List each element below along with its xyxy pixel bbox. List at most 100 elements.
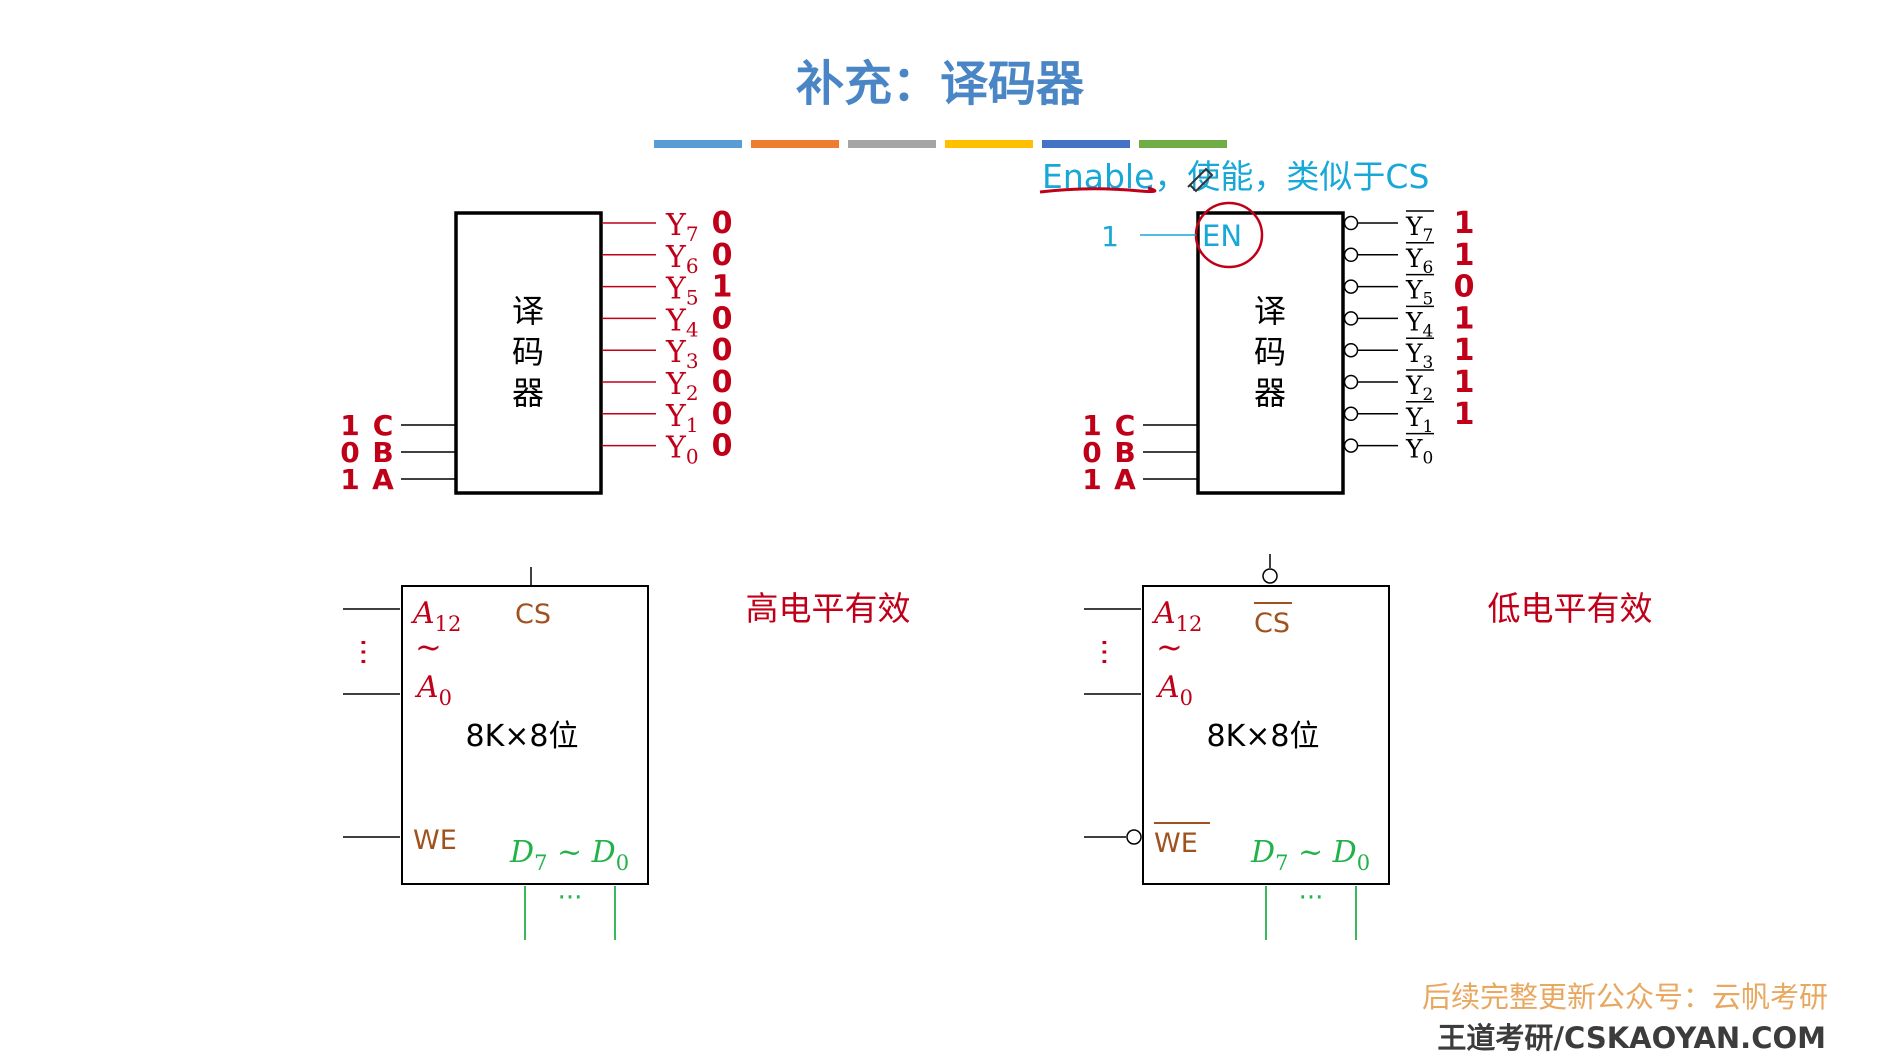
chip-right-data-bus: D7 ~ D0 bbox=[1250, 835, 1370, 875]
chip-right-cs-bubble bbox=[1262, 568, 1278, 584]
output-bubble bbox=[1343, 342, 1359, 358]
page-title: 补充：译码器 bbox=[796, 56, 1085, 112]
output-label: Y0 bbox=[1405, 435, 1433, 469]
chip-left-tilde: ~ bbox=[415, 628, 442, 666]
chip-right-we-bubble bbox=[1126, 829, 1142, 845]
output-label: Y7 bbox=[1405, 212, 1433, 246]
chip-right-a0: A0 bbox=[1155, 670, 1193, 710]
color-bar bbox=[654, 140, 1227, 148]
watermark-line-2: 王道考研/CSKAOYAN.COM bbox=[1437, 1021, 1826, 1055]
output-label: Y3 bbox=[1405, 339, 1433, 373]
chip-right-we: WE bbox=[1154, 828, 1198, 859]
decoder-right-char-2: 码 bbox=[1254, 333, 1286, 371]
enable-description: ，使能，类似于CS bbox=[1154, 157, 1429, 196]
output-value: 1 bbox=[1454, 333, 1475, 368]
color-bar-segment bbox=[1042, 140, 1130, 148]
input-value: 0 bbox=[1082, 436, 1101, 469]
chip-left-a0: A0 bbox=[414, 670, 452, 710]
input-label: C bbox=[373, 409, 394, 442]
output-value: 1 bbox=[1454, 365, 1475, 400]
chip-right: ··· A12 ~ A0 CS 8K×8位 WE D7 ~ D0 ··· 低电平… bbox=[1084, 554, 1653, 940]
input-label: B bbox=[372, 436, 393, 469]
watermark-line-1: 后续完整更新公众号：云帆考研 bbox=[1422, 980, 1828, 1014]
output-bubble bbox=[1343, 311, 1359, 326]
decoder-left-char-2: 码 bbox=[512, 333, 544, 371]
output-label: Y7 bbox=[665, 208, 699, 246]
chip-right-address-dots: ··· bbox=[1086, 638, 1121, 667]
output-value: 0 bbox=[1454, 270, 1475, 305]
output-label: Y5 bbox=[665, 272, 699, 310]
chip-right-size: 8K×8位 bbox=[1207, 719, 1320, 754]
output-value: 0 bbox=[712, 301, 733, 336]
input-value: 1 bbox=[1082, 463, 1101, 496]
color-bar-segment bbox=[654, 140, 742, 148]
output-value: 0 bbox=[712, 238, 733, 273]
output-label: Y5 bbox=[1405, 276, 1433, 310]
pen-cursor-icon bbox=[1187, 167, 1214, 193]
decoder-left-body bbox=[454, 211, 603, 495]
decoder-right-body bbox=[1196, 211, 1345, 495]
color-bar-segment bbox=[1139, 140, 1227, 148]
chip-right-tilde: ~ bbox=[1156, 628, 1183, 666]
chip-left-data-bus: D7 ~ D0 bbox=[509, 835, 629, 875]
chip-right-caption: 低电平有效 bbox=[1488, 589, 1653, 628]
output-bubble bbox=[1343, 438, 1359, 453]
output-label: Y0 bbox=[665, 431, 699, 469]
decoder-left-char-3: 器 bbox=[512, 374, 544, 412]
output-bubble bbox=[1343, 374, 1359, 390]
input-value: 0 bbox=[340, 436, 359, 469]
enable-underline bbox=[1039, 186, 1157, 194]
chip-left-cs: CS bbox=[515, 599, 551, 630]
decoder-right-char-1: 译 bbox=[1254, 292, 1286, 330]
output-value: 0 bbox=[712, 333, 733, 368]
output-label: Y2 bbox=[1405, 371, 1433, 405]
chip-left-we: WE bbox=[413, 825, 457, 856]
output-bubble bbox=[1343, 279, 1359, 294]
chip-left: ··· A12 ~ A0 CS 8K×8位 WE D7 ~ D0 ··· 高电平… bbox=[343, 567, 911, 940]
output-value: 0 bbox=[712, 206, 733, 241]
decoder-left-char-1: 译 bbox=[512, 292, 544, 330]
input-value: 1 bbox=[340, 409, 359, 442]
output-label: Y4 bbox=[1405, 307, 1433, 341]
chip-right-cs: CS bbox=[1254, 608, 1290, 639]
color-bar-segment bbox=[848, 140, 936, 148]
output-value: 1 bbox=[1454, 301, 1475, 336]
output-bubble bbox=[1343, 406, 1359, 422]
color-bar-segment bbox=[945, 140, 1033, 148]
output-value: 1 bbox=[1454, 397, 1475, 432]
enable-annotation: Enable，使能，类似于CS bbox=[1042, 157, 1429, 196]
chip-left-data-dots: ··· bbox=[558, 883, 583, 913]
output-label: Y6 bbox=[665, 240, 699, 278]
output-value: 0 bbox=[712, 397, 733, 432]
output-bubble bbox=[1343, 215, 1359, 231]
output-label: Y1 bbox=[1405, 403, 1433, 437]
input-label: A bbox=[1114, 463, 1136, 496]
input-value: 1 bbox=[1082, 409, 1101, 442]
chip-right-a12: A12 bbox=[1151, 596, 1202, 636]
en-label: EN bbox=[1202, 219, 1242, 253]
chip-left-body bbox=[401, 585, 649, 885]
chip-right-data-dots: ··· bbox=[1299, 883, 1324, 913]
en-input-value: 1 bbox=[1101, 220, 1119, 253]
color-bar-segment bbox=[751, 140, 839, 148]
output-label: Y2 bbox=[665, 367, 699, 405]
output-value: 1 bbox=[712, 270, 733, 305]
output-value: 0 bbox=[712, 365, 733, 400]
output-value: 0 bbox=[712, 429, 733, 464]
output-value: 1 bbox=[1454, 238, 1475, 273]
input-label: C bbox=[1115, 409, 1136, 442]
output-value: 1 bbox=[1454, 206, 1475, 241]
output-label: Y6 bbox=[1405, 244, 1433, 278]
chip-left-size: 8K×8位 bbox=[466, 719, 579, 754]
output-bubble bbox=[1343, 247, 1359, 263]
decoder-right-char-3: 器 bbox=[1254, 374, 1286, 412]
output-label: Y3 bbox=[665, 335, 699, 373]
input-label: B bbox=[1114, 436, 1135, 469]
input-label: A bbox=[372, 463, 394, 496]
input-value: 1 bbox=[340, 463, 359, 496]
